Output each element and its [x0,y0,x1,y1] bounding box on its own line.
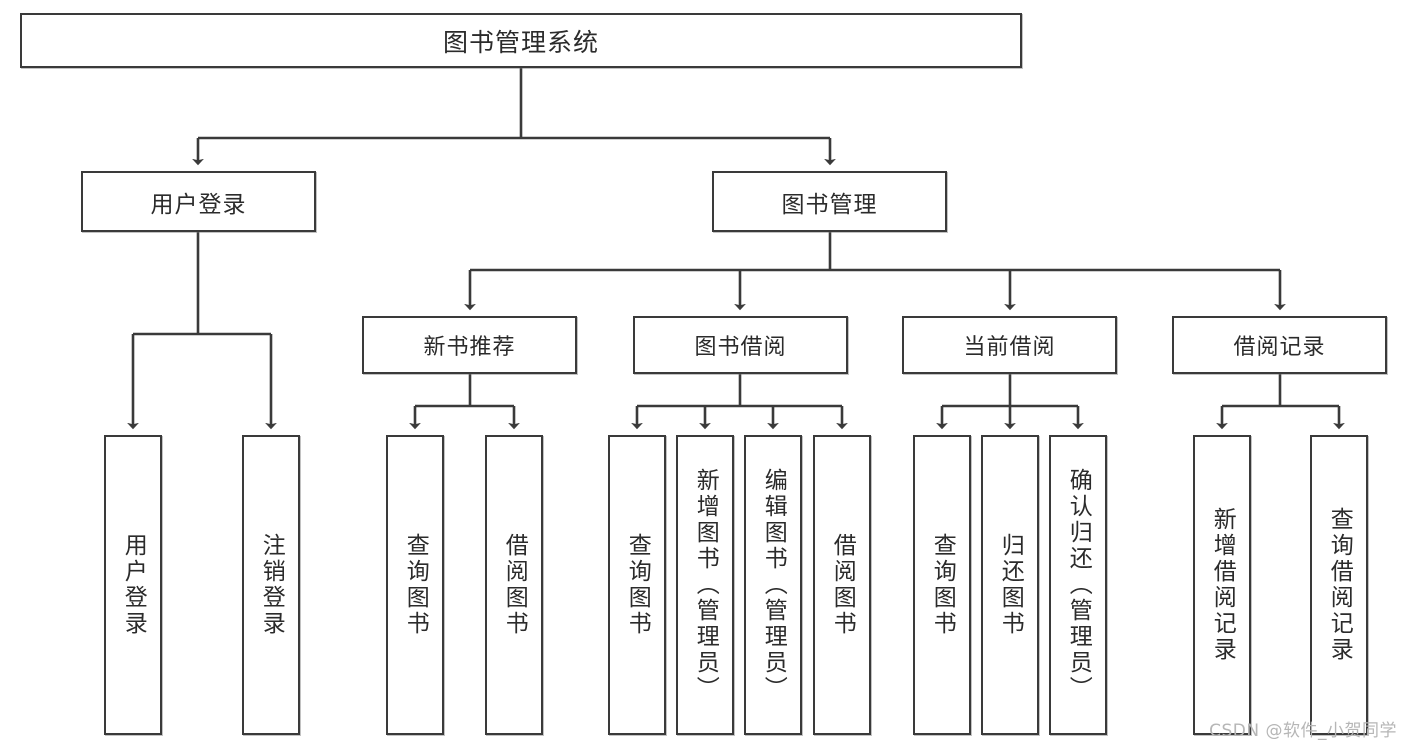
node-label: 查询图书 [929,533,956,637]
leaf-book-borrow-3[interactable]: 编辑图书（管理员） [744,435,802,735]
leaf-current-borrow-1[interactable]: 查询图书 [913,435,971,735]
node-label: 查询借阅记录 [1326,507,1353,663]
node-label: 图书借阅 [694,335,787,360]
node-book-management[interactable]: 图书管理 [712,171,947,232]
node-label: 图书管理系统 [442,27,599,57]
leaf-current-borrow-2[interactable]: 归还图书 [981,435,1039,735]
leaf-new-book-1[interactable]: 查询图书 [386,435,444,735]
node-label: 归还图书 [997,533,1024,637]
node-root-library-system[interactable]: 图书管理系统 [20,13,1022,68]
leaf-user-login-2[interactable]: 注销登录 [242,435,300,735]
leaf-current-borrow-3[interactable]: 确认归还（管理员） [1049,435,1107,735]
leaf-borrow-record-1[interactable]: 新增借阅记录 [1193,435,1251,735]
node-label: 图书管理 [781,191,878,218]
node-label: 新增借阅记录 [1209,507,1236,663]
node-label: 借阅图书 [829,533,856,637]
node-label: 用户登录 [150,191,247,218]
node-label: 当前借阅 [963,335,1056,360]
node-label: 借阅图书 [501,533,528,637]
node-label: 新增图书（管理员） [692,468,719,702]
node-label: 确认归还（管理员） [1065,468,1092,702]
node-new-book-recommend[interactable]: 新书推荐 [362,316,577,374]
node-label: 查询图书 [624,533,651,637]
node-user-login[interactable]: 用户登录 [81,171,316,232]
leaf-user-login-1[interactable]: 用户登录 [104,435,162,735]
node-label: 用户登录 [120,533,147,637]
node-label: 新书推荐 [423,335,516,360]
leaf-new-book-2[interactable]: 借阅图书 [485,435,543,735]
node-label: 编辑图书（管理员） [760,468,787,702]
node-current-borrow[interactable]: 当前借阅 [902,316,1117,374]
node-label: 查询图书 [402,533,429,637]
node-borrow-record[interactable]: 借阅记录 [1172,316,1387,374]
leaf-book-borrow-1[interactable]: 查询图书 [608,435,666,735]
node-label: 借阅记录 [1233,335,1326,360]
leaf-borrow-record-2[interactable]: 查询借阅记录 [1310,435,1368,735]
node-book-borrow[interactable]: 图书借阅 [633,316,848,374]
leaf-book-borrow-4[interactable]: 借阅图书 [813,435,871,735]
leaf-book-borrow-2[interactable]: 新增图书（管理员） [676,435,734,735]
node-label: 注销登录 [258,533,285,637]
csdn-watermark: CSDN @软件_小贺同学 [1209,721,1397,741]
